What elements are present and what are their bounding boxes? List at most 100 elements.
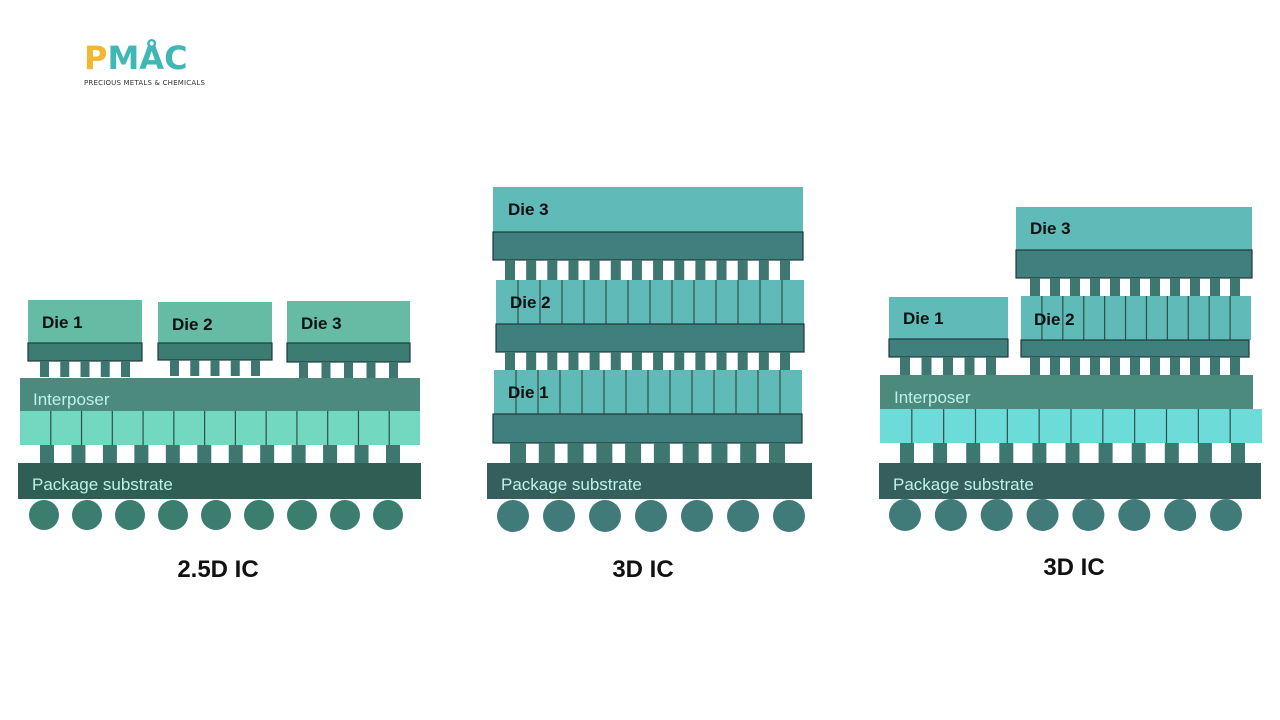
micro-bump-2-5d: [389, 362, 398, 378]
micro-bump-3d-a: [505, 260, 515, 280]
solder-ball-2-5d: [115, 500, 145, 530]
interposer-vias-2-5d-body: [20, 411, 420, 445]
micro-bump-2-5d: [121, 361, 130, 377]
die-base-2-5d-3: [286, 342, 411, 363]
micro-bump-2-5d: [190, 360, 200, 376]
solder-ball-3d-b: [1118, 499, 1151, 531]
die-base-2-5d-2: [157, 342, 273, 361]
die-base-3d-b-1: [888, 338, 1009, 358]
package-substrate-3d-a: [487, 463, 812, 499]
micro-bump-3d-a: [674, 352, 685, 370]
c4-bump-3d-b: [900, 443, 914, 463]
micro-bump-3d-a: [589, 260, 600, 280]
micro-bump-3d-b: [1070, 357, 1080, 375]
micro-bump-3d-a: [568, 260, 579, 280]
c4-bump-2-5d: [197, 445, 212, 463]
caption-2-5d-ic: 2.5D IC: [177, 556, 259, 583]
micro-bump-3d-a: [737, 260, 748, 280]
die-top-3d-a-3: [493, 187, 803, 232]
c4-bump-3d-b: [933, 443, 948, 463]
c4-bump-3d-b: [1197, 443, 1212, 463]
micro-bump-3d-b: [1170, 278, 1180, 296]
c4-bump-2-5d: [71, 445, 86, 463]
micro-bump-3d-b: [1190, 357, 1200, 375]
logo-tagline: PRECIOUS METALS & CHEMICALS: [84, 79, 206, 87]
die-top-2-5d-2: [158, 302, 272, 343]
micro-bump-3d-b: [1190, 278, 1200, 296]
c4-bump-3d-b: [1098, 443, 1113, 463]
solder-ball-3d-b: [934, 499, 967, 531]
solder-ball-3d-b: [1026, 499, 1059, 531]
micro-bump-3d-a: [653, 260, 664, 280]
c4-bump-2-5d: [228, 445, 243, 463]
solder-ball-3d-b: [1210, 499, 1242, 531]
solder-ball-3d-a: [497, 500, 529, 532]
c4-bump-3d-b: [1164, 443, 1179, 463]
c4-bump-3d-b: [1231, 443, 1245, 463]
solder-ball-3d-a: [543, 500, 575, 532]
micro-bump-2-5d: [251, 360, 260, 376]
c4-bump-3d-b: [999, 443, 1014, 463]
micro-bump-3d-a: [674, 260, 685, 280]
die-base-3d-a-2: [495, 323, 805, 353]
micro-bump-2-5d: [80, 361, 90, 377]
solder-ball-2-5d: [201, 500, 231, 530]
c4-bump-3d-b: [1065, 443, 1080, 463]
micro-bump-3d-b: [1030, 357, 1040, 375]
micro-bump-3d-b: [1230, 278, 1240, 296]
interposer-2-5d: [20, 378, 420, 411]
die-label-3d-a-1: Die 1: [508, 383, 549, 402]
substrate-label-2-5d: Package substrate: [32, 475, 173, 494]
c4-bump-3d-a: [711, 443, 728, 463]
c4-bump-2-5d: [260, 445, 275, 463]
die-top-3d-b-1: [889, 297, 1008, 339]
c4-bump-3d-a: [567, 443, 584, 463]
c4-bump-3d-a: [596, 443, 613, 463]
micro-bump-3d-b: [964, 357, 975, 375]
caption-3d-ic-stacked: 3D IC: [612, 556, 674, 583]
die-base-3d-b-3: [1015, 249, 1253, 279]
c4-bump-2-5d: [134, 445, 149, 463]
logo-letter-a-flask-icon: Å: [139, 39, 165, 77]
micro-bump-3d-a: [716, 260, 727, 280]
micro-bump-3d-b: [986, 357, 996, 375]
caption-3d-ic-hybrid: 3D IC: [1043, 554, 1105, 581]
die-base-3d-a-3: [492, 231, 804, 261]
solder-ball-3d-b: [1072, 499, 1105, 531]
die-base-3d-b-2: [1020, 339, 1250, 358]
micro-bump-3d-b: [1070, 278, 1080, 296]
solder-ball-3d-a: [589, 500, 621, 532]
interposer-label-2-5d: Interposer: [33, 390, 110, 409]
die-base-3d-a-1: [492, 413, 803, 444]
pmac-logo: P M Å C PRECIOUS METALS & CHEMICALS: [84, 34, 224, 90]
solder-ball-3d-b: [1164, 499, 1197, 531]
logo-wordmark: P M Å C: [84, 34, 224, 76]
micro-bump-2-5d: [366, 362, 376, 378]
die-top-2-5d-1: [28, 300, 142, 343]
micro-bump-3d-a: [631, 352, 642, 370]
micro-bump-2-5d: [230, 360, 240, 376]
micro-bump-3d-a: [780, 352, 790, 370]
micro-bump-3d-a: [780, 260, 790, 280]
micro-bump-2-5d: [170, 360, 179, 376]
solder-ball-3d-b: [889, 499, 921, 531]
micro-bump-3d-a: [695, 352, 706, 370]
substrate-label-3d-a: Package substrate: [501, 475, 642, 494]
micro-bump-3d-a: [568, 352, 579, 370]
micro-bump-3d-a: [653, 352, 664, 370]
c4-bump-3d-a: [682, 443, 699, 463]
micro-bump-3d-a: [695, 260, 706, 280]
logo-letter-p: P: [84, 39, 108, 77]
c4-bump-2-5d: [323, 445, 338, 463]
solder-ball-3d-a: [727, 500, 759, 532]
solder-ball-2-5d: [72, 500, 102, 530]
c4-bump-3d-a: [653, 443, 670, 463]
substrate-label-3d-b: Package substrate: [893, 475, 1034, 494]
solder-ball-3d-a: [773, 500, 805, 532]
interposer-3d-b: [880, 375, 1253, 409]
micro-bump-3d-b: [900, 357, 910, 375]
die-label-3d-a-3: Die 3: [508, 200, 549, 219]
micro-bump-3d-a: [610, 352, 621, 370]
die-top-3d-b-3: [1016, 207, 1252, 250]
